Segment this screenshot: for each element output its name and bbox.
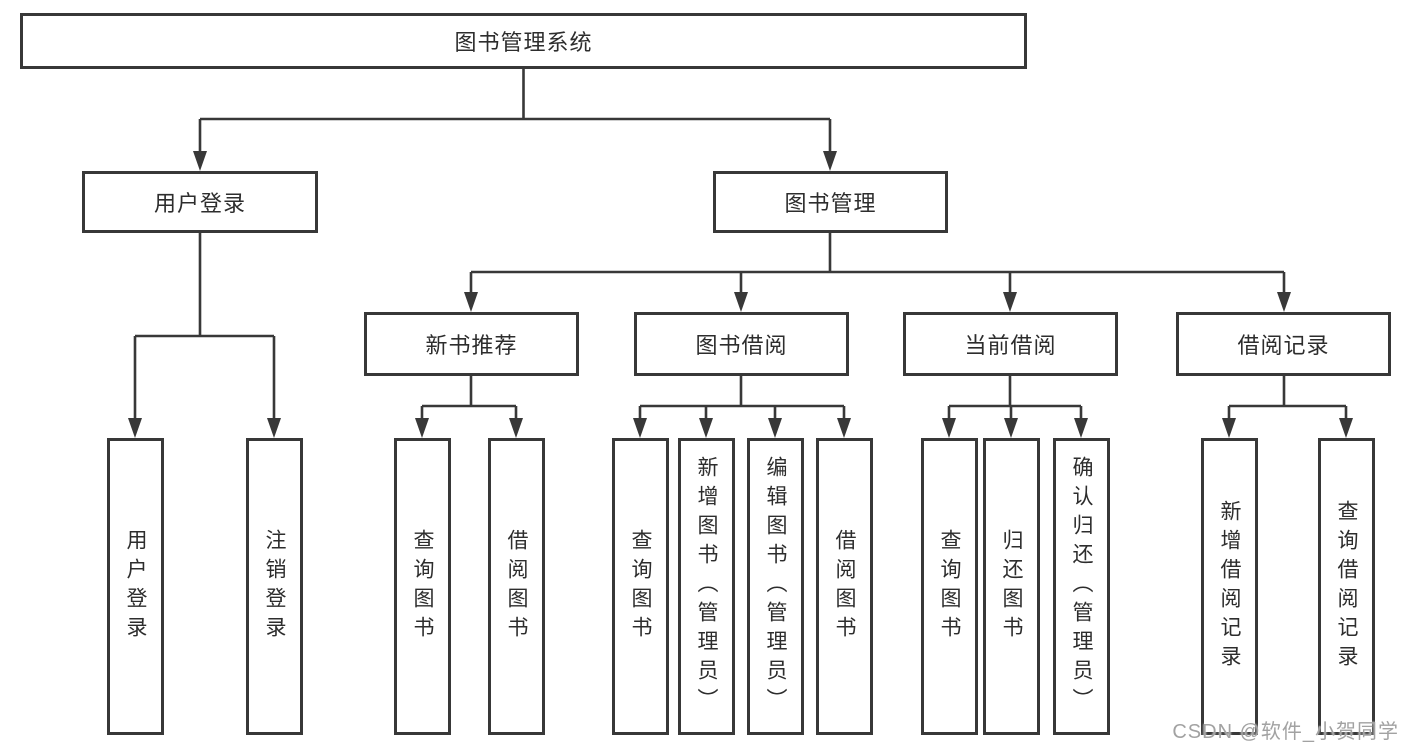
leaf-user-login: 用户登录 <box>107 438 164 735</box>
leaf-label: 查询图书 <box>629 528 652 645</box>
node-borrowing-records: 借阅记录 <box>1176 312 1391 376</box>
leaf-add-books-admin: 新增图书（管理员） <box>678 438 735 735</box>
leaf-query-borrow-record: 查询借阅记录 <box>1318 438 1375 735</box>
node-book-management: 图书管理 <box>713 171 948 233</box>
node-library-management-system: 图书管理系统 <box>20 13 1027 69</box>
leaf-label: 新增借阅记录 <box>1218 499 1241 674</box>
leaf-confirm-return-admin: 确认归还（管理员） <box>1053 438 1110 735</box>
node-new-book-recommendation: 新书推荐 <box>364 312 579 376</box>
csdn-watermark: CSDN @软件_小贺同学 <box>1172 721 1399 743</box>
leaf-label: 用户登录 <box>124 528 147 645</box>
leaf-edit-books-admin: 编辑图书（管理员） <box>747 438 804 735</box>
leaf-label: 查询图书 <box>938 528 961 645</box>
node-book-borrowing: 图书借阅 <box>634 312 849 376</box>
leaf-label: 借阅图书 <box>505 528 528 645</box>
leaf-logout: 注销登录 <box>246 438 303 735</box>
leaf-return-books: 归还图书 <box>983 438 1040 735</box>
leaf-label: 编辑图书（管理员） <box>764 456 787 717</box>
leaf-borrow-books-borrowing: 借阅图书 <box>816 438 873 735</box>
leaf-borrow-books-recommend: 借阅图书 <box>488 438 545 735</box>
leaf-label: 归还图书 <box>1000 528 1023 645</box>
leaf-query-books-recommend: 查询图书 <box>394 438 451 735</box>
node-user-login: 用户登录 <box>82 171 318 233</box>
leaf-label: 确认归还（管理员） <box>1070 456 1093 717</box>
leaf-add-borrow-record: 新增借阅记录 <box>1201 438 1258 735</box>
leaf-query-books-borrowing: 查询图书 <box>612 438 669 735</box>
leaf-label: 新增图书（管理员） <box>695 456 718 717</box>
leaf-label: 借阅图书 <box>833 528 856 645</box>
leaf-label: 查询图书 <box>411 528 434 645</box>
node-current-borrowing: 当前借阅 <box>903 312 1118 376</box>
leaf-label: 注销登录 <box>263 528 286 645</box>
leaf-query-books-current: 查询图书 <box>921 438 978 735</box>
leaf-label: 查询借阅记录 <box>1335 499 1358 674</box>
arrowheads <box>128 151 1353 438</box>
